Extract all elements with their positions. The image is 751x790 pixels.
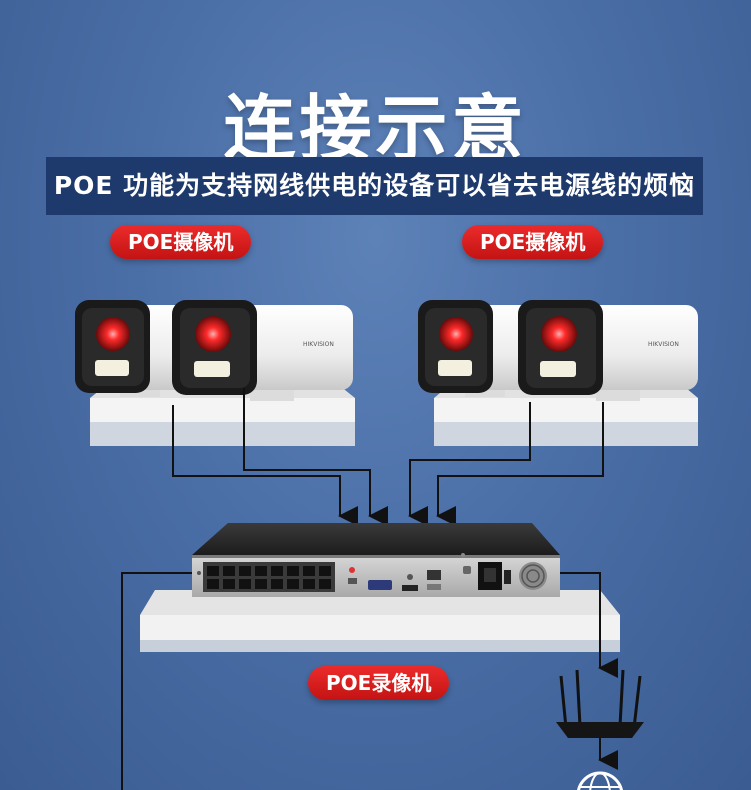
cable-camera-3 <box>408 402 531 526</box>
label-poe-camera-right: POE摄像机 <box>462 225 604 259</box>
hdmi-port-icon <box>402 585 418 591</box>
nvr-ethernet-ports <box>203 562 335 592</box>
fan-icon <box>519 562 547 590</box>
label-poe-camera-left: POE摄像机 <box>110 225 252 259</box>
vga-port-icon <box>368 580 392 590</box>
cable-nvr-router <box>560 572 618 678</box>
poe-description-banner: POE 功能为支持网线供电的设备可以省去电源线的烦恼 <box>46 157 703 215</box>
poe-camera-4: HIKVISION <box>518 300 698 401</box>
globe-icon <box>577 771 623 790</box>
cable-camera-4 <box>436 402 604 526</box>
poe-nvr <box>192 523 560 597</box>
camera-led-icon <box>439 317 473 351</box>
cable-camera-1 <box>172 405 358 526</box>
cable-nvr-left <box>121 572 192 790</box>
camera-led-icon <box>96 317 130 351</box>
camera-brand-text: HIKVISION <box>303 341 334 348</box>
label-poe-recorder: POE录像机 <box>308 666 450 700</box>
camera-brand-text: HIKVISION <box>648 341 679 348</box>
poe-camera-2: HIKVISION <box>172 300 353 401</box>
cable-camera-2 <box>243 388 388 526</box>
nvr-platform <box>140 590 620 652</box>
camera-led-icon <box>195 316 231 352</box>
camera-cables <box>172 388 604 526</box>
router-icon <box>556 669 644 738</box>
camera-led-icon <box>541 316 577 352</box>
